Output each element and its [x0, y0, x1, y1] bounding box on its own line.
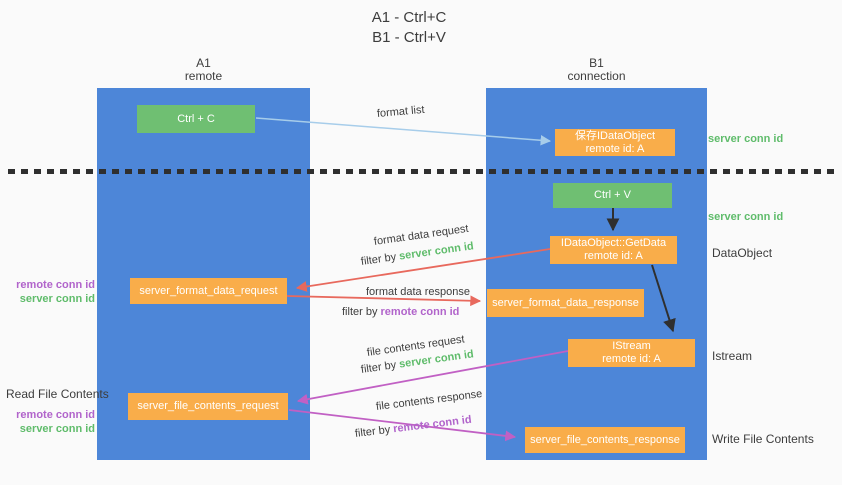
column-header-a1: A1 remote — [97, 57, 310, 83]
phase-separator-dotted-line — [8, 169, 838, 174]
column-a1-name: A1 — [196, 56, 211, 70]
left-server-conn-id-2: server conn id — [19, 423, 95, 435]
node-getdata-line2: remote id: A — [584, 250, 643, 262]
node-idataobject-getdata: IDataObject::GetData remote id: A — [550, 236, 677, 264]
node-istream-line1: IStream — [612, 340, 651, 352]
node-ctrl-c: Ctrl + C — [137, 105, 255, 133]
column-header-b1: B1 connection — [486, 57, 707, 83]
node-server-format-data-response: server_format_data_response — [487, 289, 644, 317]
label-filter-by-remote-conn-id-2: filter by remote conn id — [354, 414, 472, 440]
node-server-file-contents-response: server_file_contents_response — [525, 427, 685, 453]
node-server-file-contents-request: server_file_contents_request — [128, 393, 288, 420]
label-write-file-contents: Write File Contents — [712, 432, 814, 446]
remote-conn-id-text: remote conn id — [380, 306, 460, 318]
filter-by-text: filter by — [354, 423, 391, 440]
filter-by-text: filter by — [360, 359, 397, 376]
right-server-conn-id-mid: server conn id — [708, 211, 784, 223]
node-save-line2: remote id: A — [585, 142, 645, 155]
node-format-request-label: server_format_data_request — [139, 284, 278, 297]
node-format-response-label: server_format_data_response — [492, 296, 639, 309]
label-dataobject: DataObject — [712, 246, 773, 260]
label-filter-by-remote-conn-id-1: filter by remote conn id — [342, 306, 459, 318]
node-save-idataobject: 保存IDataObject remote id: A — [555, 129, 675, 156]
column-b1-name: B1 — [589, 56, 604, 70]
left-remote-conn-id-2: remote conn id — [16, 409, 95, 421]
left-mid-conn-ids: remote conn id server conn id — [0, 278, 95, 306]
diagram-title: A1 - Ctrl+C B1 - Ctrl+V — [299, 8, 519, 48]
node-ctrl-c-label: Ctrl + C — [177, 112, 215, 125]
node-file-response-label: server_file_contents_response — [530, 433, 680, 446]
node-ctrl-v: Ctrl + V — [553, 183, 672, 208]
label-format-list: format list — [376, 103, 426, 120]
label-format-data-response: format data response — [366, 286, 470, 298]
filter-by-text: filter by — [342, 306, 378, 318]
node-getdata-line1: IDataObject::GetData — [560, 237, 667, 249]
column-a1-role: remote — [184, 69, 223, 83]
label-read-file-contents: Read File Contents — [6, 387, 109, 401]
left-remote-conn-id: remote conn id — [16, 279, 95, 291]
node-istream: IStream remote id: A — [568, 339, 695, 367]
title-line-1: A1 - Ctrl+C — [371, 9, 447, 26]
label-file-contents-response: file contents response — [375, 388, 483, 413]
filter-by-text: filter by — [360, 251, 397, 268]
remote-conn-id-text: remote conn id — [392, 413, 473, 436]
column-b1-role: connection — [567, 69, 626, 83]
server-conn-id-text: server conn id — [398, 240, 475, 263]
left-server-conn-id: server conn id — [19, 293, 95, 305]
left-bottom-conn-ids: remote conn id server conn id — [0, 408, 95, 436]
node-server-format-data-request: server_format_data_request — [130, 278, 287, 304]
right-server-conn-id-top: server conn id — [708, 133, 784, 145]
title-line-2: B1 - Ctrl+V — [372, 29, 446, 46]
node-file-request-label: server_file_contents_request — [137, 400, 279, 412]
node-save-line1: 保存IDataObject — [574, 129, 656, 142]
node-istream-line2: remote id: A — [602, 353, 661, 365]
label-istream: Istream — [712, 349, 753, 363]
node-ctrl-v-label: Ctrl + V — [594, 189, 631, 201]
